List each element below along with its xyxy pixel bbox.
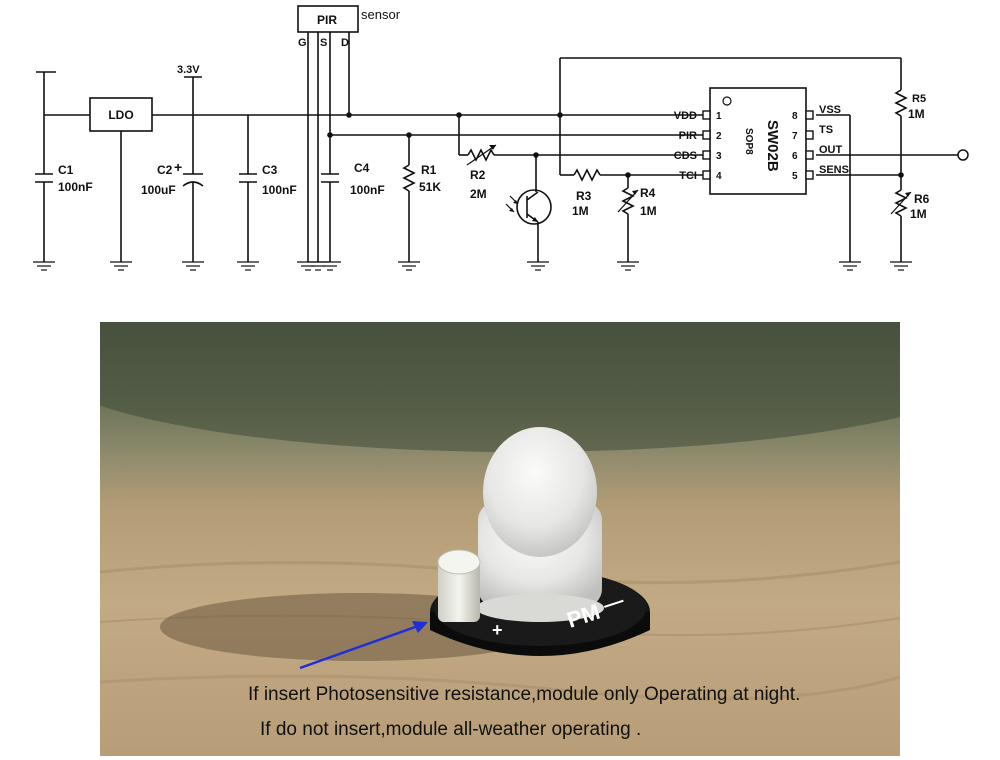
r3-value: 1M [572,204,589,218]
chip-pin-num-left-1: 1 [716,111,722,122]
caption-line-2: If do not insert,module all-weather oper… [260,719,642,740]
r5-value: 1M [908,107,925,121]
chip-pin-name-left-2: PIR [679,130,697,142]
ldo-label: LDO [108,108,133,122]
chip-pin-box [702,150,711,160]
circuit-schematic: C1 100nF LDO 3.3V + C2 100uF C3 100nF PI… [32,5,969,271]
c2-value: 100uF [141,183,176,197]
c4-ref: C4 [354,161,370,175]
rail-voltage-label: 3.3V [177,64,200,76]
r5-resistor [894,89,908,117]
chip-pin-box [702,110,711,120]
chip-package: SOP8 [743,128,754,155]
chip-pin-name-right-3: OUT [819,144,843,156]
r6-value: 1M [910,207,927,221]
chip-pin-box [805,110,814,120]
chip-pin-box [702,170,711,180]
chip-pin-box [805,170,814,180]
chip-pin-name-left-3: CDS [674,150,697,162]
chip-pin-num-right-3: 6 [792,151,798,162]
chip-name: SW02B [764,120,781,172]
chip-pin-name-right-1: VSS [819,104,841,116]
chip-pin-num-left-2: 2 [716,131,722,142]
r4-variable-resistor [621,187,635,215]
c2-plus-mark: + [174,159,182,175]
c3-ref: C3 [262,163,278,177]
pir-pin-d: D [341,37,349,49]
chip-pin-num-left-3: 3 [716,151,722,162]
chip-pin-num-right-4: 5 [792,171,798,182]
caption-line-1: If insert Photosensitive resistance,modu… [248,684,801,705]
photoresistor-led [438,560,480,622]
c4-value: 100nF [350,183,385,197]
r3-resistor [573,168,601,182]
chip-pin-box [805,150,814,160]
chip-pin-num-right-2: 7 [792,131,798,142]
r4-value: 1M [640,204,657,218]
pir-label: PIR [317,13,337,27]
r1-value: 51K [419,180,441,194]
r1-ref: R1 [421,163,437,177]
module-photo: + PM — If insert Photosensitive resistan… [100,322,900,756]
c2-ref: C2 [157,163,173,177]
r6-ref: R6 [914,192,930,206]
arrow-icon [299,624,419,670]
pir-sensor-caption: sensor [361,7,401,22]
ground-symbol [32,261,56,271]
r3-ref: R3 [576,189,592,203]
r2-ref: R2 [470,168,486,182]
chip-pin-num-left-4: 4 [716,171,722,182]
chip-pin-name-left-1: VDD [674,110,697,122]
chip-pin-name-right-4: SENS [819,164,849,176]
c1-value: 100nF [58,180,93,194]
pir-sensor [297,5,359,33]
r2-value: 2M [470,187,487,201]
r2-variable-resistor [467,148,495,162]
r1-resistor [402,164,416,192]
phototransistor [516,189,552,225]
pir-pin-g: G [298,37,307,49]
pir-pin-s: S [320,37,327,49]
r6-variable-resistor [894,189,908,217]
output-terminal [957,149,969,161]
plus-label: + [492,620,503,640]
r5-ref: R5 [912,93,926,105]
chip-pin-box [805,130,814,140]
chip-pin-name-left-4: TCI [679,170,697,182]
c1-ref: C1 [58,163,74,177]
c3-value: 100nF [262,183,297,197]
chip-pin-box [702,130,711,140]
r4-ref: R4 [640,186,656,200]
sw02b-chip [709,87,807,195]
chip-pin-num-right-1: 8 [792,111,798,122]
chip-pin-name-right-2: TS [819,124,833,136]
